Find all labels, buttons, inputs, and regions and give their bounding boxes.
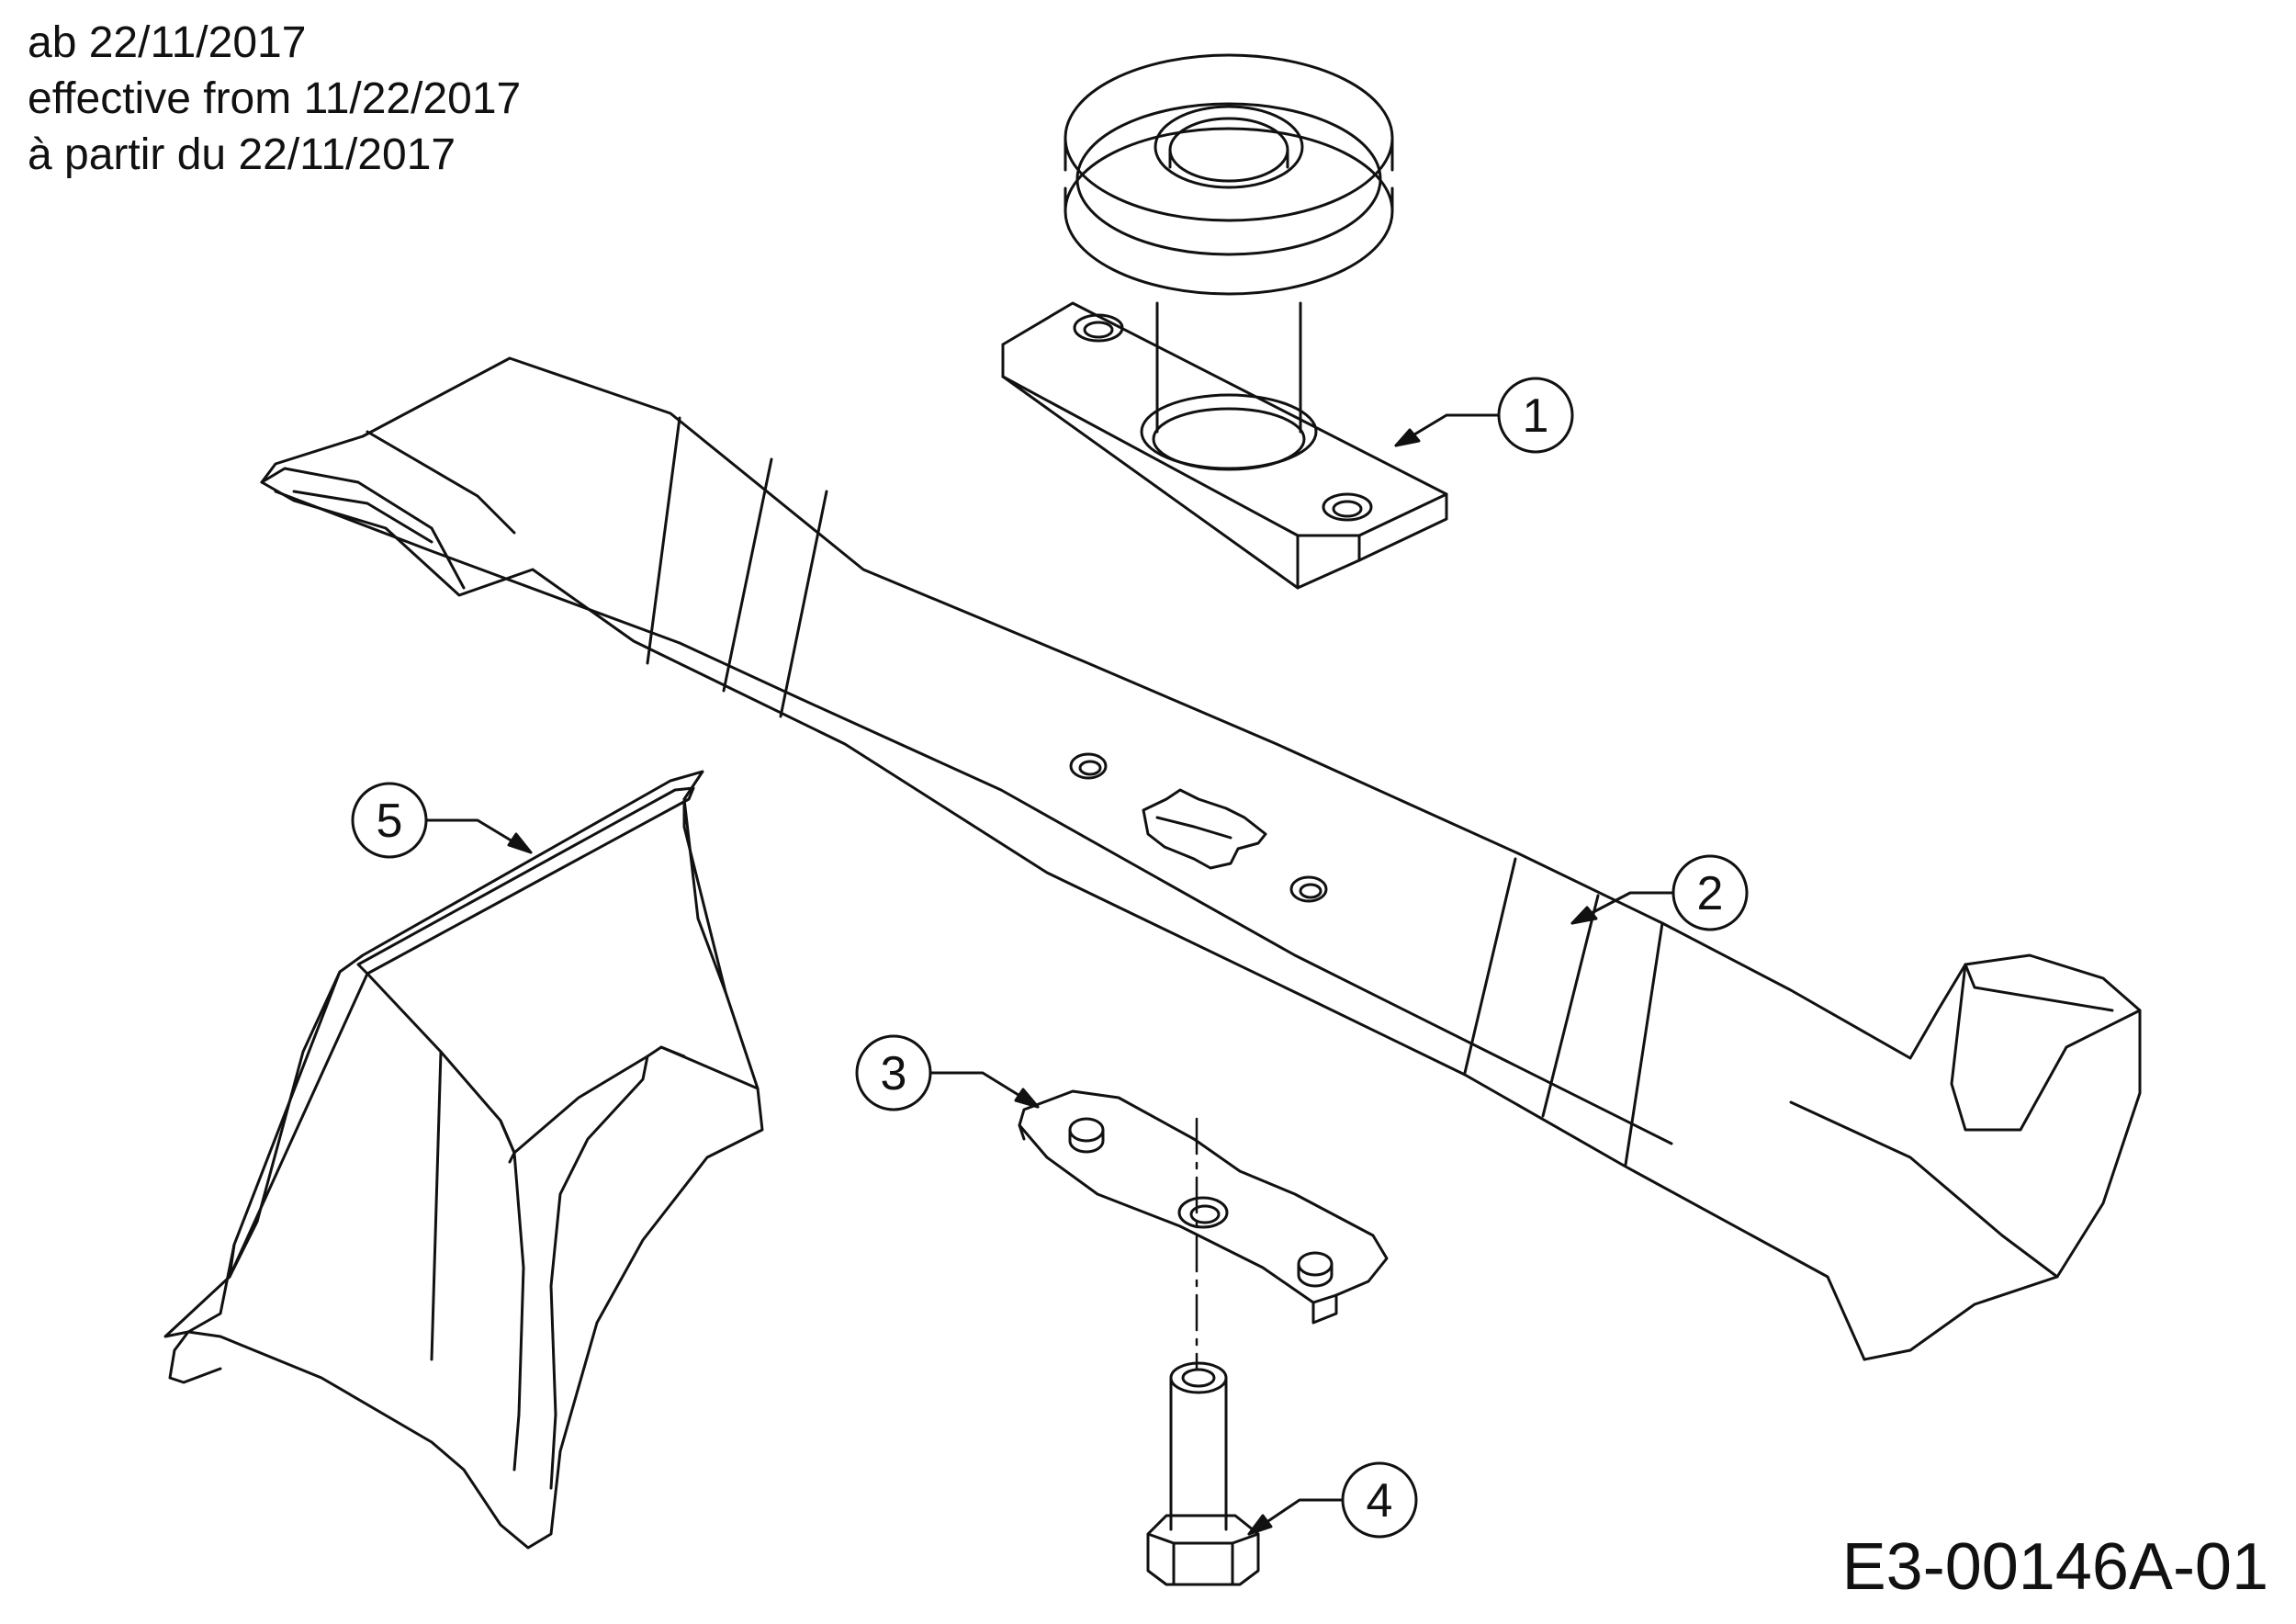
effective-date-notes: ab 22/11/2017 effective from 11/22/2017 … — [28, 15, 521, 183]
callout-5-number: 5 — [377, 795, 403, 848]
callout-1: 1 — [1396, 378, 1572, 452]
callout-1-number: 1 — [1523, 389, 1549, 443]
effective-date-en: effective from 11/22/2017 — [28, 74, 522, 123]
deflector-part — [165, 772, 762, 1548]
hex-bolt-part — [1148, 1363, 1258, 1585]
callout-4-number: 4 — [1367, 1474, 1393, 1528]
figure-id: E3-00146A-01 — [1841, 1530, 2268, 1604]
callout-2-number: 2 — [1697, 867, 1724, 920]
callout-3: 3 — [857, 1036, 1038, 1110]
callout-3-number: 3 — [881, 1047, 907, 1100]
callout-5: 5 — [353, 784, 531, 857]
effective-date-fr: à partir du 22/11/2017 — [28, 130, 456, 179]
blade-adapter-part — [1019, 1091, 1387, 1323]
effective-date-de: ab 22/11/2017 — [28, 18, 307, 67]
mower-blade-part — [262, 358, 2140, 1359]
callout-2: 2 — [1572, 856, 1747, 930]
callout-4: 4 — [1249, 1463, 1416, 1537]
pulley-housing-part — [1003, 55, 1446, 588]
